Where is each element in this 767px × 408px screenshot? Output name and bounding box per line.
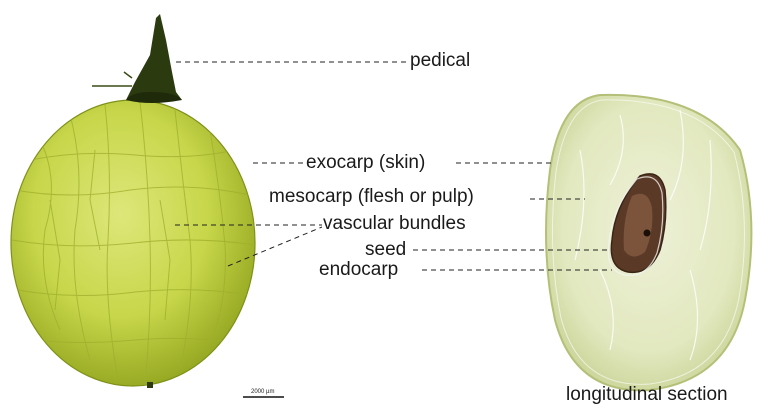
scale-bar-label: 2000 µm	[251, 389, 274, 395]
label-longitudinal-section: longitudinal section	[566, 385, 728, 404]
pedicel	[92, 14, 182, 103]
grape-section	[546, 95, 751, 390]
label-vascular-bundles: vascular bundles	[323, 214, 466, 233]
label-mesocarp: mesocarp (flesh or pulp)	[269, 187, 474, 206]
label-pedical: pedical	[410, 51, 470, 70]
label-exocarp: exocarp (skin)	[306, 153, 425, 172]
label-endocarp: endocarp	[319, 260, 398, 279]
whole-grape	[11, 100, 255, 388]
label-seed: seed	[365, 240, 406, 259]
